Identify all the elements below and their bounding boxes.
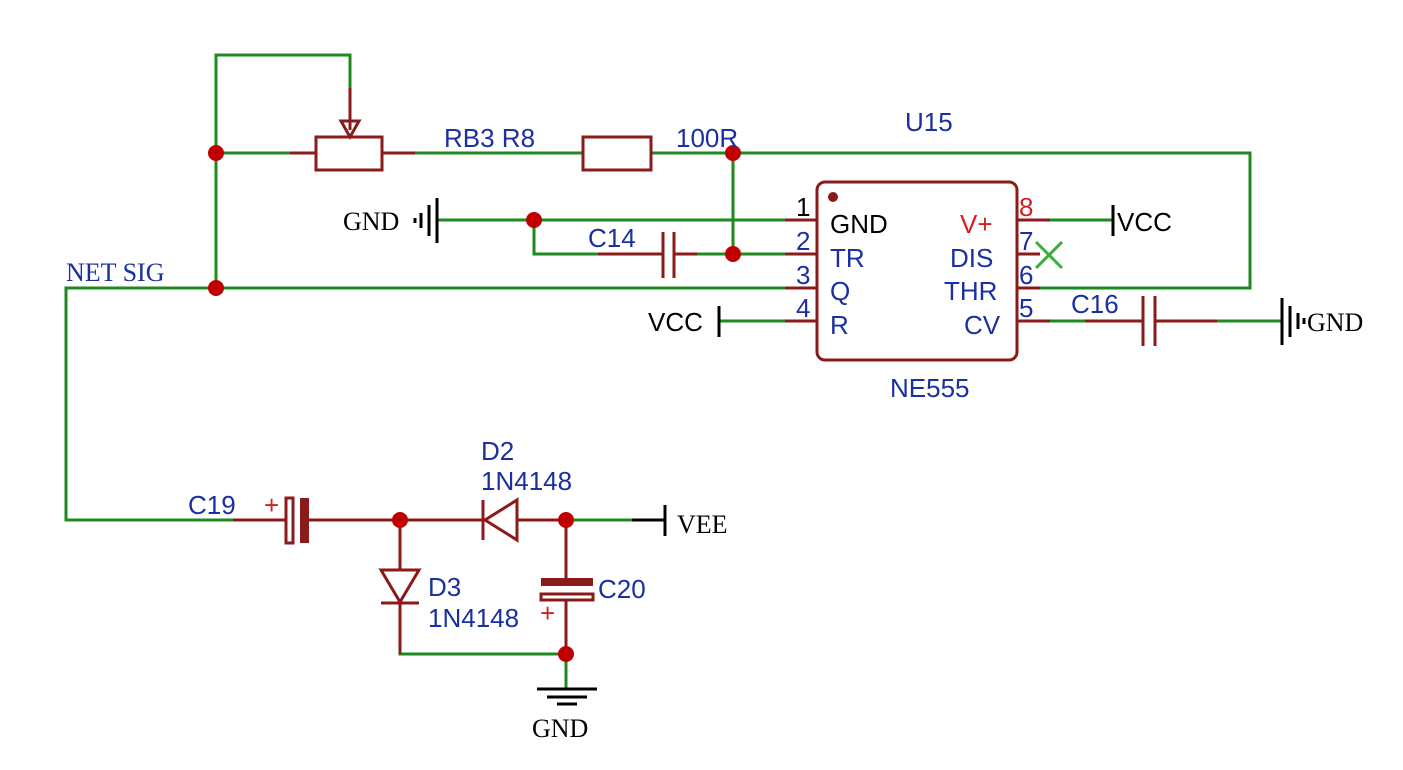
potentiometer-rb3 — [290, 88, 415, 172]
junctions — [208, 145, 741, 662]
junction-dot — [558, 646, 574, 662]
pin-number-2: 2 — [796, 226, 810, 256]
label-d2-value: 1N4148 — [481, 466, 572, 496]
no-connect-marker — [1034, 240, 1064, 270]
label-c20: C20 — [598, 574, 646, 604]
label-rb3-r8: RB3 R8 — [444, 123, 535, 153]
ic-ne555 — [785, 180, 1050, 362]
junction-dot — [725, 246, 741, 262]
junction-dot — [725, 145, 741, 161]
capacitor-c19 — [233, 496, 400, 545]
junction-dot — [208, 145, 224, 161]
label-c19: C19 — [188, 490, 236, 520]
pin-name-tr: TR — [830, 243, 865, 273]
junction-dot — [558, 512, 574, 528]
wire-pot-wiper-loop — [214, 53, 352, 155]
capacitor-c16 — [1085, 296, 1217, 346]
label-ic-designator: U15 — [905, 107, 953, 137]
label-c16: C16 — [1071, 289, 1119, 319]
pin-name-dis: DIS — [950, 243, 993, 273]
label-vcc-pin8: VCC — [1117, 207, 1172, 237]
pin-number-1: 1 — [796, 192, 810, 222]
gnd-symbol-right — [1280, 298, 1306, 345]
diode-d3 — [378, 520, 422, 654]
diode-d2 — [400, 497, 566, 543]
vee-symbol — [632, 505, 667, 536]
label-c20-plus: + — [540, 598, 555, 628]
label-d2: D2 — [481, 436, 514, 466]
pin-name-vplus: V+ — [960, 209, 993, 239]
pin-number-7: 7 — [1019, 226, 1033, 256]
pin-name-r: R — [830, 310, 849, 340]
label-c14: C14 — [588, 223, 636, 253]
pin-number-6: 6 — [1019, 260, 1033, 290]
label-d3-value: 1N4148 — [428, 603, 519, 633]
wire-netsig-down — [64, 286, 235, 522]
label-r-value: 100R — [676, 123, 738, 153]
gnd-symbol-left — [413, 198, 439, 243]
junction-dot — [526, 212, 542, 228]
label-d3: D3 — [428, 572, 461, 602]
pin-name-q: Q — [830, 276, 850, 306]
label-ic-value: NE555 — [890, 373, 970, 403]
wire-c14-left — [532, 218, 600, 256]
pin-number-4: 4 — [796, 293, 810, 323]
label-c19-plus: + — [264, 490, 279, 520]
pin-name-cv: CV — [964, 310, 1001, 340]
pin-number-3: 3 — [796, 260, 810, 290]
capacitor-c20 — [539, 520, 595, 654]
resistor-r8 — [581, 135, 653, 172]
label-vcc-pin4: VCC — [648, 307, 703, 337]
junction-dot — [208, 280, 224, 296]
capacitor-c14 — [598, 232, 697, 278]
label-vee: VEE — [677, 510, 728, 539]
pin-number-8: 8 — [1019, 192, 1033, 222]
net-label-sig: NET SIG — [66, 258, 164, 287]
label-gnd-right: GND — [1307, 308, 1363, 337]
label-gnd-left: GND — [343, 207, 399, 236]
pin-name-thr: THR — [944, 276, 997, 306]
label-gnd-bottom: GND — [532, 714, 588, 743]
junction-dot — [392, 512, 408, 528]
pin-name-gnd: GND — [830, 209, 888, 239]
wire-top-to-thr — [731, 151, 1252, 290]
pin-number-5: 5 — [1019, 293, 1033, 323]
wires — [64, 53, 1282, 656]
